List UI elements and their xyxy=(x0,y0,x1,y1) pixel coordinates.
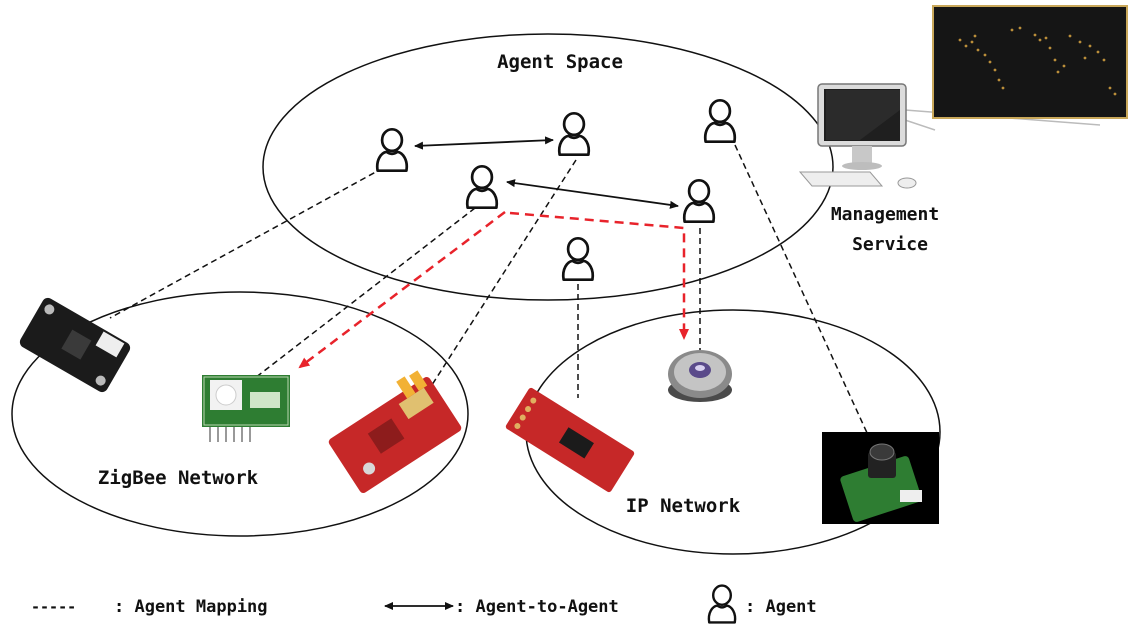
agent-space-ellipse xyxy=(262,33,834,301)
agent-to-agent-arrow xyxy=(506,179,679,209)
legend-agent-icon xyxy=(707,584,737,624)
agent-to-agent-arrow xyxy=(414,136,554,150)
red-dashed-paths xyxy=(298,211,689,369)
zigbee-network-ellipse xyxy=(11,291,469,537)
ip-network-label: IP Network xyxy=(626,495,741,517)
legend-agent-mapping-label: : Agent Mapping xyxy=(114,597,268,617)
agent-icon xyxy=(557,111,591,157)
zigbee-network-label: ZigBee Network xyxy=(98,467,259,489)
legend-agent-mapping-symbol: ----- xyxy=(31,598,76,616)
legend: ----- : Agent Mapping : Agent-to-Agent :… xyxy=(31,584,817,624)
speaker-icon xyxy=(668,350,732,402)
legend-agent-label: : Agent xyxy=(745,597,817,617)
world-map-icon xyxy=(904,5,1128,131)
agent-icon xyxy=(375,127,409,173)
management-service-label-line1: Management xyxy=(831,204,939,225)
zigbee-module-icon xyxy=(202,375,290,442)
management-service-label-line2: Service xyxy=(852,234,928,255)
computer-icon xyxy=(798,83,917,189)
legend-agent-to-agent-label: : Agent-to-Agent xyxy=(455,597,619,617)
agent-icon xyxy=(465,164,499,210)
red-sensor-board-icon xyxy=(328,370,462,493)
agent-icon xyxy=(703,98,737,144)
red-breakout-board-icon xyxy=(505,387,635,493)
agent-icon xyxy=(561,236,595,282)
temperature-sensor-icon xyxy=(19,297,131,393)
agent-space-label: Agent Space xyxy=(497,51,623,73)
camera-module-icon xyxy=(822,432,939,524)
agent-icon xyxy=(682,178,716,224)
